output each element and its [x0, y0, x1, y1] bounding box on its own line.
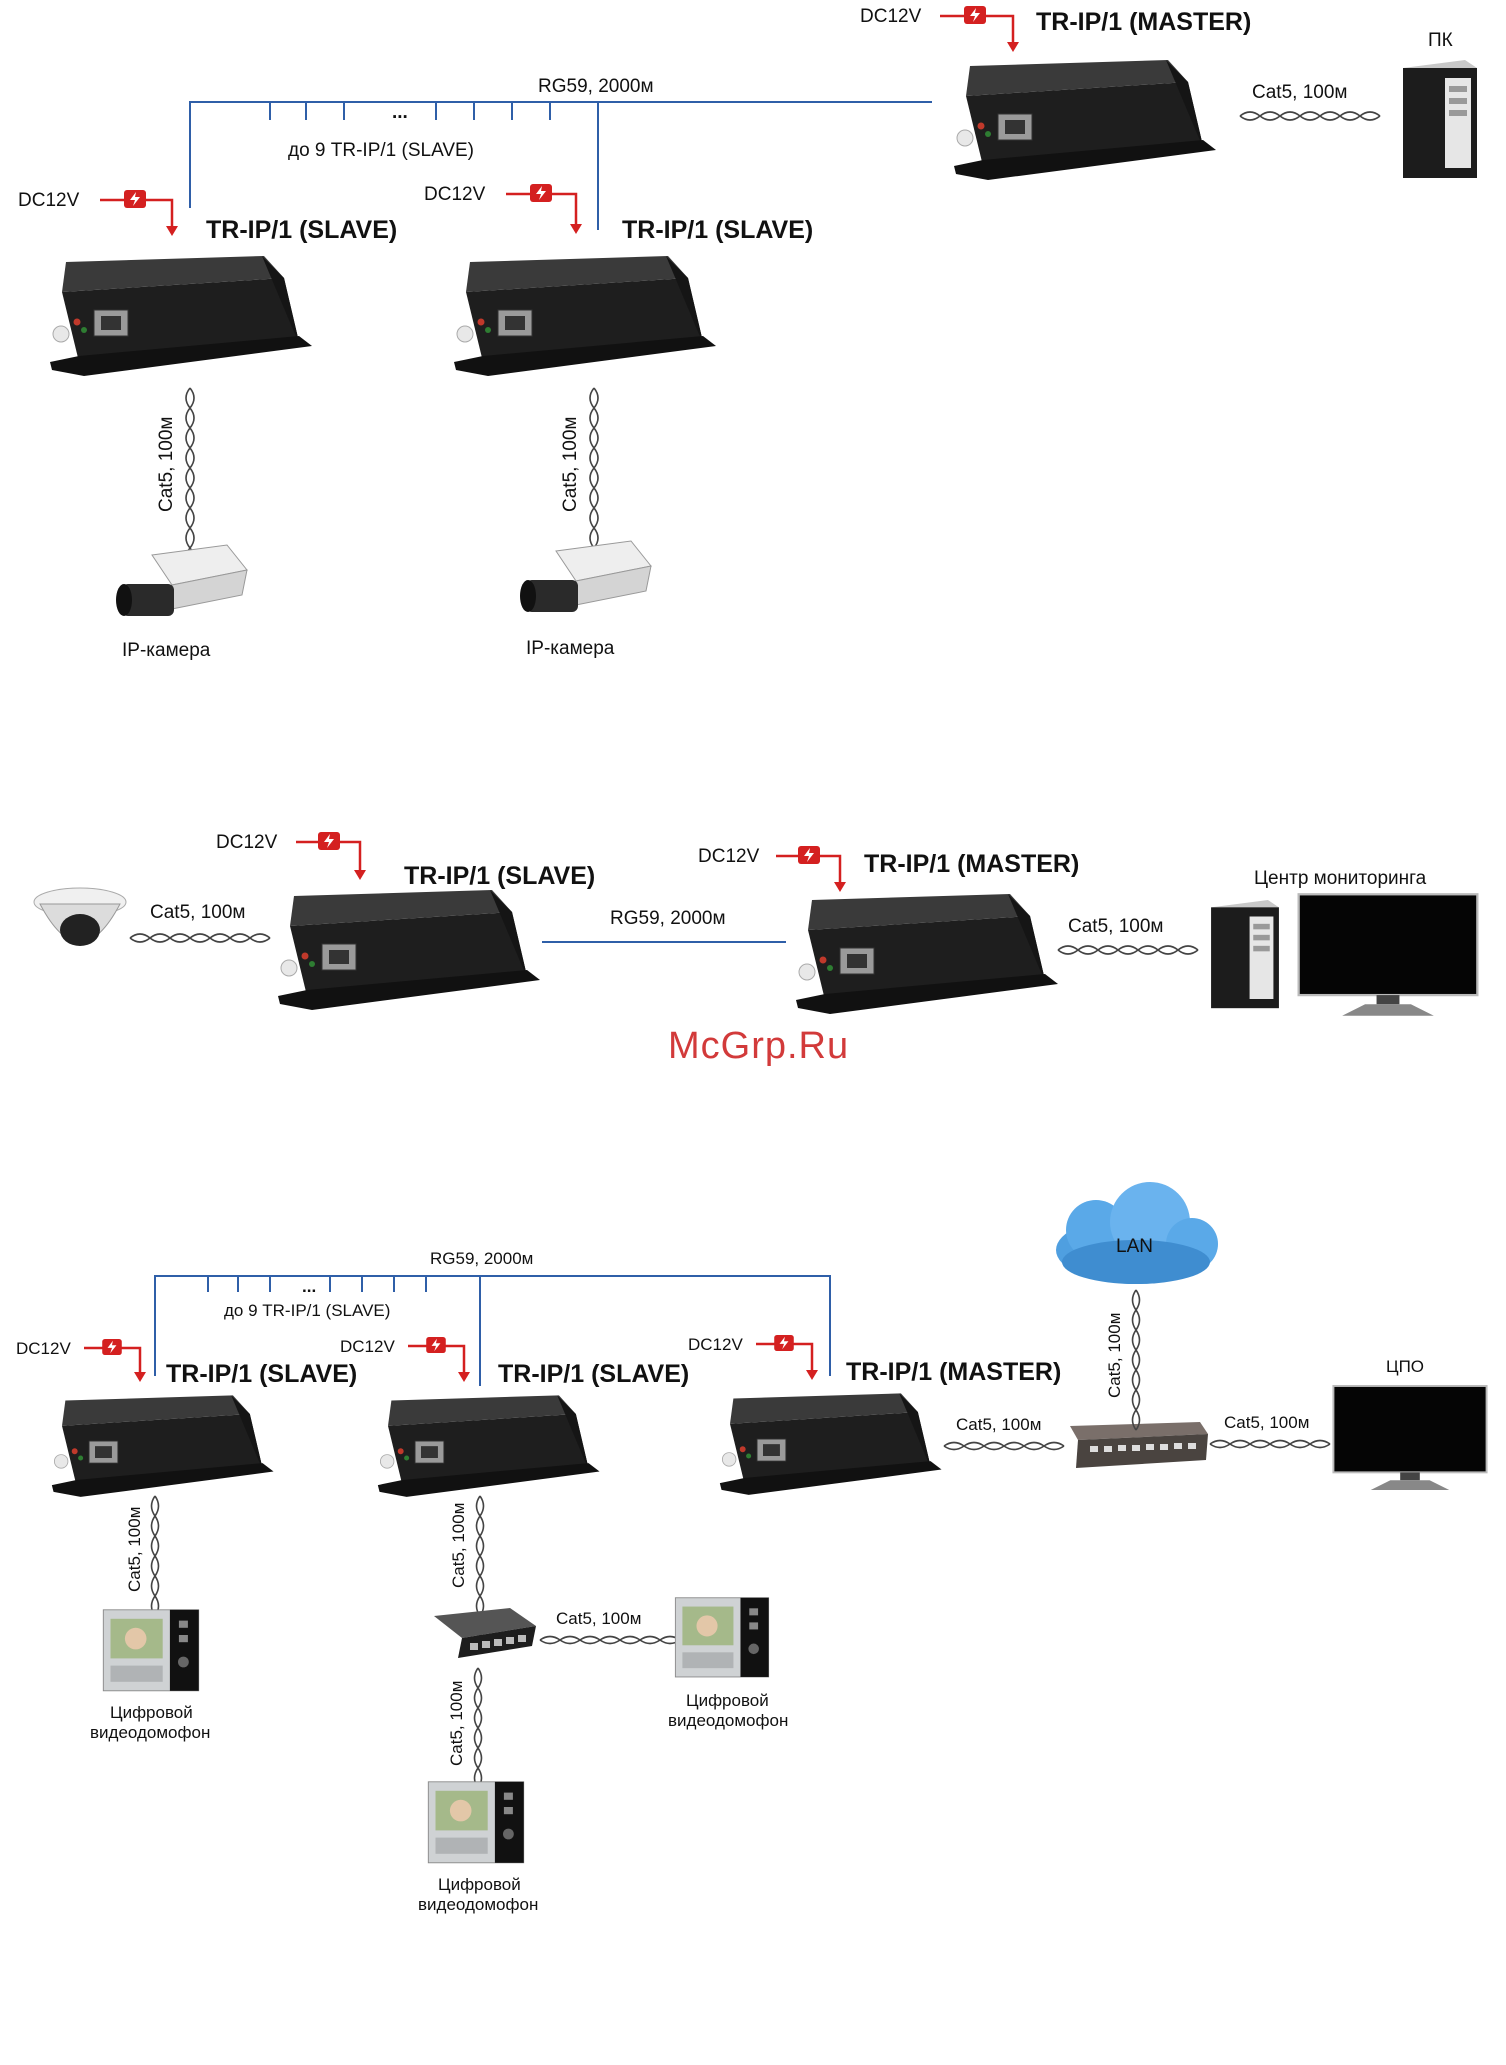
- master-title: TR-IP/1 (MASTER): [1036, 8, 1251, 36]
- lightning-icon: [530, 184, 552, 202]
- lightning-icon: [774, 1335, 794, 1351]
- slave-device: [277, 889, 541, 1011]
- monitor-icon: [1332, 1384, 1488, 1492]
- dc12v-label: DC12V: [424, 184, 486, 205]
- rg59-label: RG59, 2000м: [610, 908, 726, 929]
- slave-device: [51, 1394, 274, 1498]
- ellipsis: ...: [302, 1277, 316, 1296]
- dc12v-label: DC12V: [216, 832, 278, 853]
- master-device: [795, 893, 1059, 1015]
- cat5-label: Cat5, 100м: [150, 902, 245, 923]
- master-device: [953, 59, 1217, 181]
- lightning-icon: [102, 1339, 122, 1355]
- cat5-label: Cat5, 100м: [125, 1507, 144, 1592]
- cat5-label: Cat5, 100м: [1105, 1313, 1124, 1398]
- intercom-label: видеодомофон: [668, 1711, 788, 1730]
- monitor-icon: [1297, 893, 1479, 1017]
- up-to-9-label: до 9 TR-IP/1 (SLAVE): [288, 140, 474, 161]
- ip-camera-icon: [519, 540, 652, 613]
- rg59-label: RG59, 2000м: [430, 1249, 533, 1268]
- dome-camera-icon: [33, 887, 127, 947]
- dc12v-label: DC12V: [688, 1335, 743, 1354]
- up-to-9-label: до 9 TR-IP/1 (SLAVE): [224, 1301, 390, 1320]
- intercom-label: видеодомофон: [90, 1723, 210, 1742]
- rg59-line: [154, 1275, 831, 1376]
- intercom-label: Цифровой: [110, 1703, 193, 1722]
- slave-device: [49, 255, 313, 377]
- lightning-icon: [318, 832, 340, 850]
- dc12v-label: DC12V: [860, 6, 922, 27]
- slave-device: [453, 255, 717, 377]
- diagram-1: RG59, 2000м ... до 9 TR-IP/1 (SLAVE) DC1…: [18, 6, 1477, 661]
- master-device: [719, 1392, 942, 1496]
- cat5-label: Cat5, 100м: [556, 1609, 641, 1628]
- dc12v-label: DC12V: [340, 1337, 395, 1356]
- dc12v-label: DC12V: [16, 1339, 71, 1358]
- slave-device: [377, 1394, 600, 1498]
- intercom-label: Цифровой: [686, 1691, 769, 1710]
- intercom-icon: [102, 1609, 200, 1692]
- cat5-label: Cat5, 100м: [449, 1503, 468, 1588]
- lightning-icon: [124, 190, 146, 208]
- switch-icon: [1070, 1422, 1208, 1468]
- watermark: McGrp.Ru: [668, 1025, 849, 1067]
- master-title: TR-IP/1 (MASTER): [846, 1358, 1061, 1386]
- slave-title: TR-IP/1 (SLAVE): [166, 1360, 357, 1388]
- rg59-line: [189, 101, 932, 208]
- slave-title: TR-IP/1 (SLAVE): [622, 216, 813, 244]
- cat5-label: Cat5, 100м: [156, 417, 177, 512]
- dc12v-label: DC12V: [698, 846, 760, 867]
- intercom-icon: [427, 1781, 525, 1864]
- diagram-2: Cat5, 100м DC12V TR-IP/1 (SLAVE) RG59, 2…: [33, 832, 1479, 1067]
- slave-title: TR-IP/1 (SLAVE): [206, 216, 397, 244]
- pc-tower-icon: [1211, 900, 1279, 1009]
- cloud-icon: [1056, 1182, 1218, 1284]
- switch-icon: [434, 1608, 536, 1658]
- slave-title: TR-IP/1 (SLAVE): [404, 862, 595, 890]
- intercom-label: Цифровой: [438, 1875, 521, 1894]
- pc-label: ПК: [1428, 30, 1453, 51]
- intercom-icon: [674, 1597, 770, 1678]
- pc-tower-icon: [1403, 60, 1477, 178]
- diagram-3: RG59, 2000м ... до 9 TR-IP/1 (SLAVE) DC1…: [16, 1182, 1488, 1914]
- cat5-label: Cat5, 100м: [447, 1681, 466, 1766]
- ip-camera-label: IP-камера: [526, 638, 615, 659]
- cpo-label: ЦПО: [1386, 1357, 1424, 1376]
- lan-label: LAN: [1116, 1236, 1153, 1257]
- rg59-label: RG59, 2000м: [538, 76, 654, 97]
- dc12v-label: DC12V: [18, 190, 80, 211]
- ellipsis: ...: [392, 102, 408, 123]
- monitoring-center-label: Центр мониторинга: [1254, 868, 1427, 889]
- ip-camera-label: IP-камера: [122, 640, 211, 661]
- cat5-label: Cat5, 100м: [1252, 82, 1347, 103]
- lightning-icon: [426, 1337, 446, 1353]
- cat5-label: Cat5, 100м: [1068, 916, 1163, 937]
- slave-title: TR-IP/1 (SLAVE): [498, 1360, 689, 1388]
- cat5-label: Cat5, 100м: [1224, 1413, 1309, 1432]
- ip-camera-icon: [115, 544, 248, 617]
- cat5-label: Cat5, 100м: [560, 417, 581, 512]
- cat5-label: Cat5, 100м: [956, 1415, 1041, 1434]
- lightning-icon: [964, 6, 986, 24]
- master-title: TR-IP/1 (MASTER): [864, 850, 1079, 878]
- intercom-label: видеодомофон: [418, 1895, 538, 1914]
- lightning-icon: [798, 846, 820, 864]
